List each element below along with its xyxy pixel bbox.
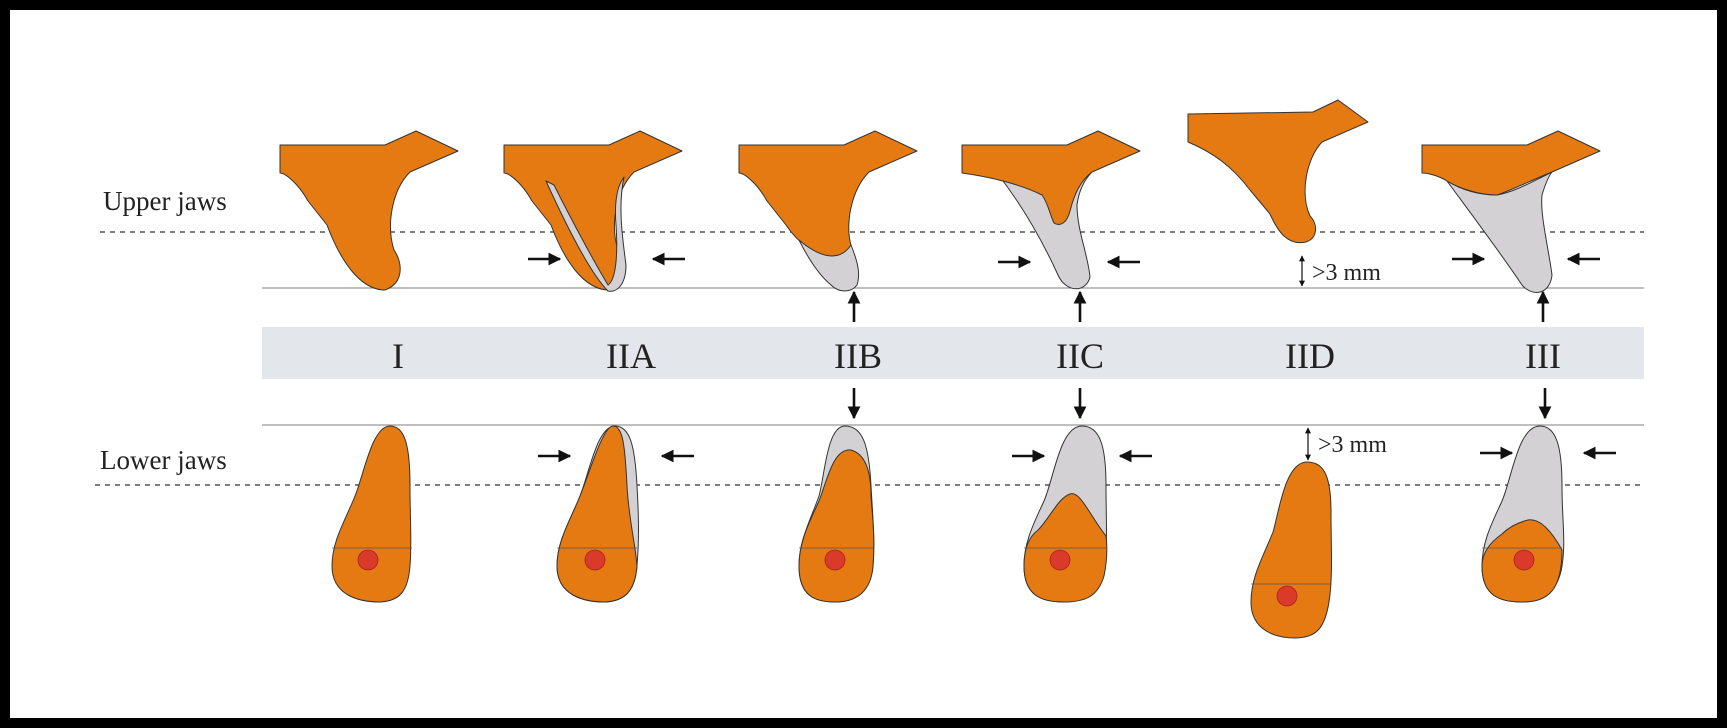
class-label-iic: IIC [1056,336,1104,376]
nerve-canal [1277,586,1297,606]
upper-jaws-label: Upper jaws [103,186,227,216]
class-label-iid: IID [1285,336,1335,376]
class-label-iii: III [1525,336,1561,376]
nerve-canal [825,550,845,570]
upper-gap-label: >3 mm [1312,260,1381,286]
nerve-canal [585,550,605,570]
nerve-canal [358,550,378,570]
nerve-canal [1514,550,1534,570]
class-label-i: I [392,336,404,376]
class-label-iia: IIA [606,336,656,376]
lower-jaws-label: Lower jaws [100,445,227,475]
class-band [262,327,1644,379]
lower-gap-label: >3 mm [1318,432,1387,458]
class-label-iib: IIB [834,336,882,376]
nerve-canal [1050,550,1070,570]
